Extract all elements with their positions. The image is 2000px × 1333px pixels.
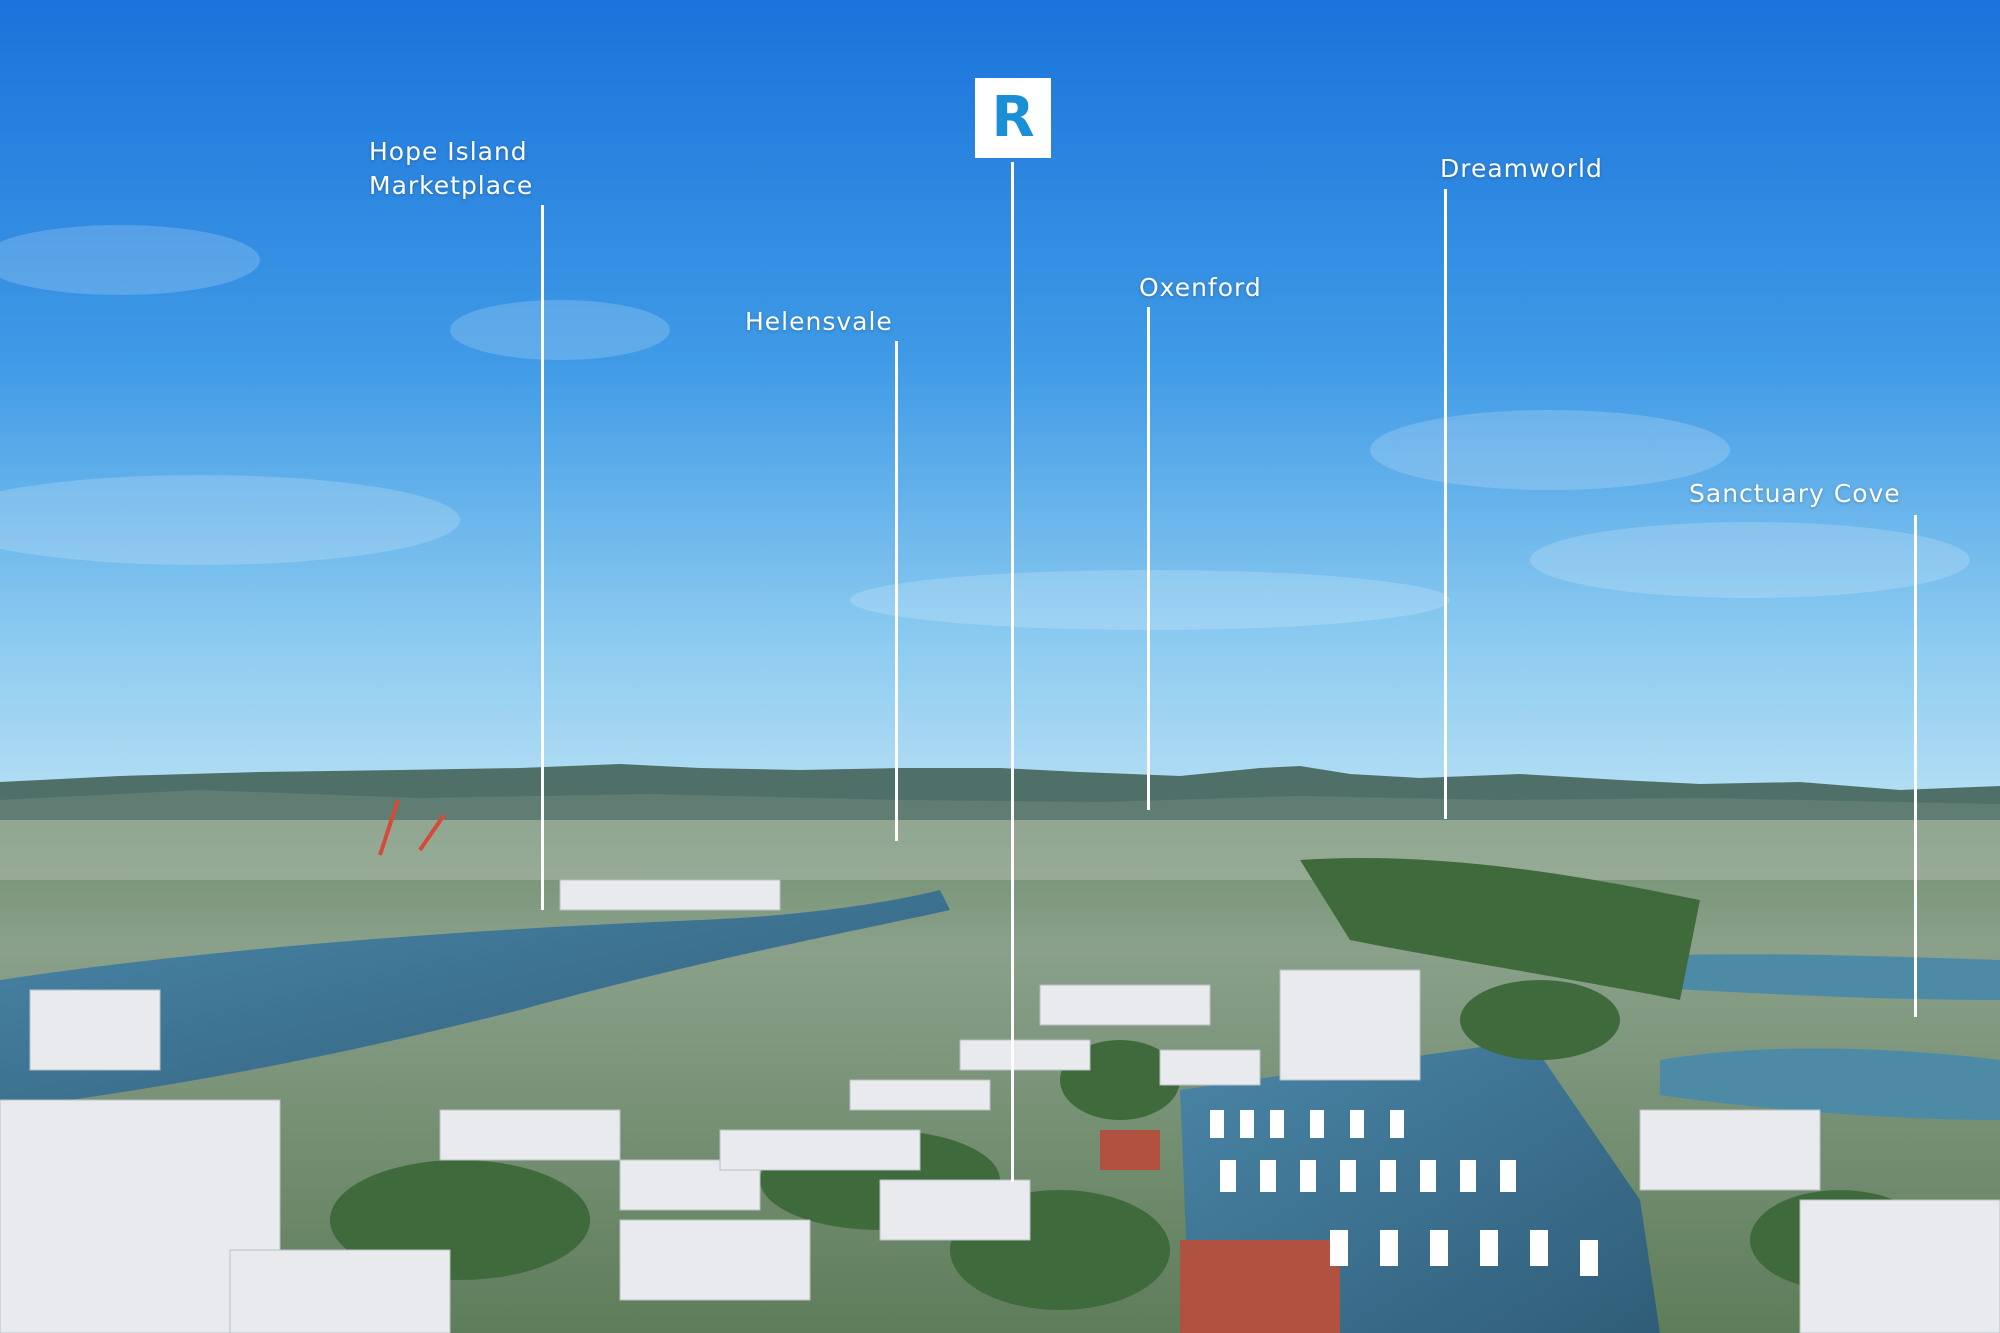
label-hope-island-line1: Hope Island [369,137,528,166]
label-hope-island-marketplace: Hope Island Marketplace [369,135,533,203]
label-dreamworld: Dreamworld [1440,154,1603,183]
distant-suburbs [0,820,2000,880]
label-hope-island-line2: Marketplace [369,171,534,200]
pin-line-center [1011,162,1014,1182]
canal-left [0,890,950,1110]
pin-line-oxenford [1147,307,1150,810]
brand-logo: R [975,78,1051,158]
pin-line-sanctuary-cove [1914,515,1917,1017]
label-oxenford: Oxenford [1139,273,1262,302]
clouds [0,225,1970,630]
label-helensvale: Helensvale [745,307,893,336]
cranes [378,799,446,856]
label-sanctuary-cove: Sanctuary Cove [1689,479,1901,508]
buildings [0,879,2000,1333]
pin-line-helensvale [895,341,898,841]
red-roofs [1100,1130,1340,1333]
pin-line-dreamworld [1444,189,1447,819]
boats [1210,1110,1598,1276]
logo-letter: R [991,85,1035,150]
pin-line-hope-island [541,205,544,910]
lake-right-lower [1660,1048,2000,1120]
